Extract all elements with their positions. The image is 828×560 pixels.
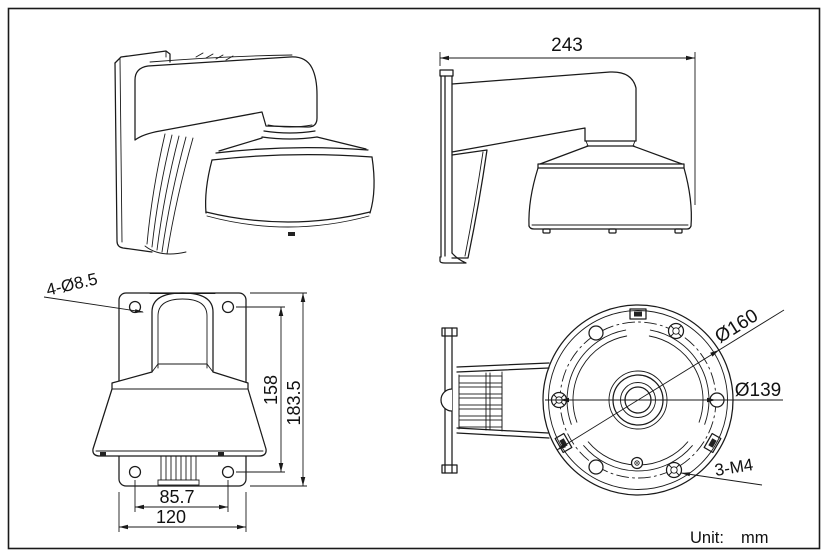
dimension-plate-width: 120 bbox=[118, 492, 247, 532]
dim-hole-spacing-h-label: 85.7 bbox=[159, 487, 194, 507]
mount-holes bbox=[128, 300, 235, 479]
bracket-arm-3d bbox=[134, 52, 318, 141]
bracket-arm-side bbox=[451, 71, 637, 259]
dimension-bracket-height: 183.5 bbox=[250, 292, 307, 487]
dim-depth-label: 243 bbox=[551, 35, 583, 56]
dim-plate-width-label: 120 bbox=[156, 507, 186, 527]
unit-label: Unit: bbox=[690, 529, 724, 547]
view-perspective bbox=[114, 50, 375, 255]
dimension-inner-diameter: Ø139 bbox=[545, 380, 783, 403]
dim-hole-spacing-v-label: 158 bbox=[261, 375, 281, 405]
label-base-screws: 3-M4 bbox=[680, 455, 763, 486]
dim-bracket-height-label: 183.5 bbox=[284, 380, 304, 425]
base-holes bbox=[588, 325, 725, 475]
wall-plate-side bbox=[439, 69, 467, 264]
unit-note: Unit: mm bbox=[690, 529, 769, 547]
dim-inner-diameter-label: Ø139 bbox=[735, 380, 781, 401]
base-tabs bbox=[554, 308, 722, 454]
view-side: 243 bbox=[439, 35, 696, 264]
dimension-hole-spacing-horizontal: 85.7 bbox=[134, 480, 229, 512]
dome-3d bbox=[205, 124, 375, 236]
wall-plate-3d bbox=[114, 50, 171, 253]
cable-slots bbox=[157, 454, 200, 486]
support-ribs-3d bbox=[144, 133, 194, 255]
dome-front bbox=[92, 292, 267, 457]
dimension-depth: 243 bbox=[439, 35, 696, 205]
view-front: 158 183.5 85.7 120 4-Ø8.5 bbox=[43, 269, 307, 532]
wall-plate-edge bbox=[440, 327, 458, 474]
dome-side bbox=[528, 140, 692, 234]
unit-value: mm bbox=[741, 529, 769, 547]
dimension-hole-spacing-vertical: 158 bbox=[236, 306, 285, 473]
arm-bottom bbox=[456, 362, 550, 439]
